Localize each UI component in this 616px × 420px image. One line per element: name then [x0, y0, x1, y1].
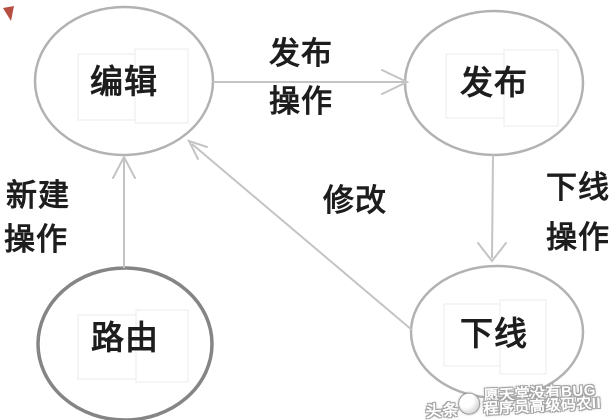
route-label-box2 — [135, 309, 189, 383]
publish-label-box2 — [503, 49, 559, 127]
edge-publish-to-offline — [491, 154, 494, 259]
edge-create-op-label-1: 新建 — [6, 178, 70, 213]
red-corner-mark — [3, 6, 14, 21]
node-offline-label: 下线 — [460, 316, 528, 353]
edge-offline-op-label-1: 下线 — [546, 170, 610, 205]
arrowhead-down-icon — [477, 242, 507, 263]
edge-offline-op-label-2: 操作 — [546, 220, 610, 255]
arrowhead-upleft-icon — [187, 139, 208, 160]
edge-create-op-label-2: 操作 — [4, 222, 68, 257]
arrowhead-right-icon — [381, 69, 410, 95]
node-publish-label: 发布 — [460, 65, 528, 102]
edit-label-box2 — [134, 48, 189, 124]
offline-label-box2 — [499, 299, 547, 375]
arrowhead-up-icon — [112, 154, 136, 179]
edge-offline-to-edit — [191, 143, 413, 331]
edge-modify-label: 修改 — [322, 183, 387, 218]
node-route-label: 路由 — [91, 320, 159, 357]
edge-publish-op-label-2: 操作 — [269, 84, 333, 119]
edge-publish-op-label-1: 发布 — [268, 36, 333, 71]
node-edit-label: 编辑 — [90, 64, 158, 101]
